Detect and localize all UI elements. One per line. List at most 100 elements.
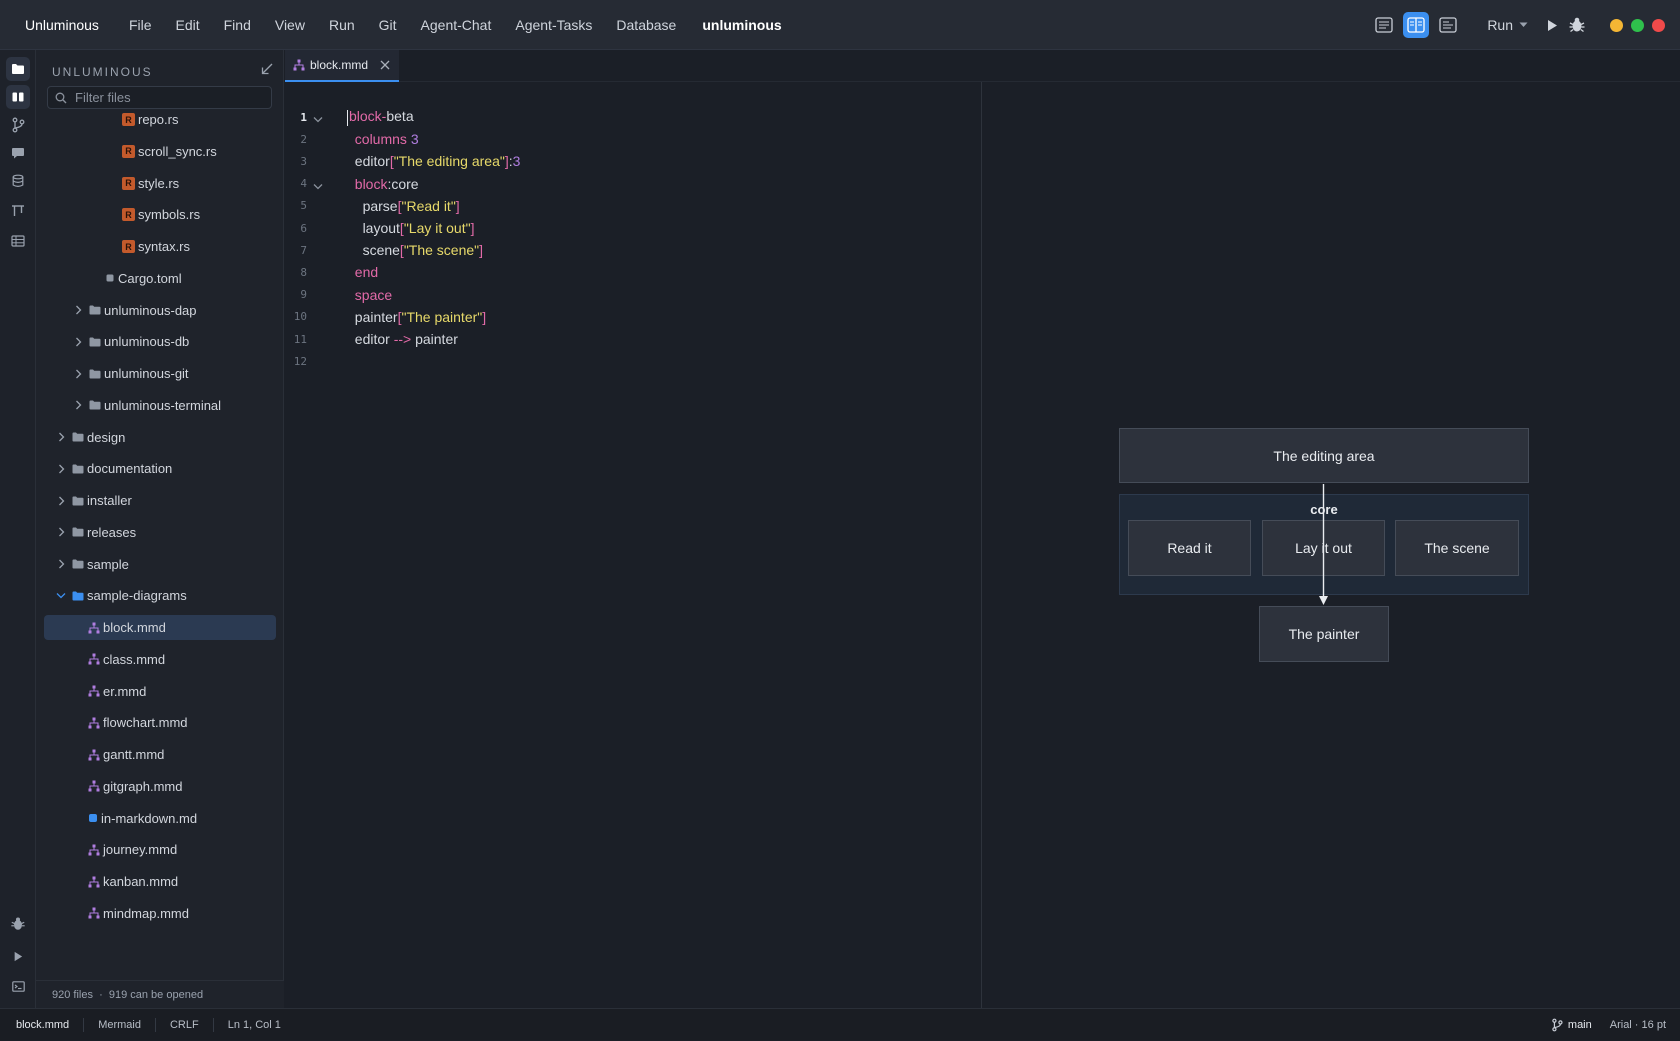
code-token: painter xyxy=(354,308,398,325)
activity-agent-chat[interactable] xyxy=(6,141,30,165)
filter-files-field[interactable] xyxy=(47,86,272,109)
activity-database[interactable] xyxy=(6,169,30,193)
menu-database[interactable]: Database xyxy=(616,16,677,33)
filter-files-input[interactable] xyxy=(73,89,263,106)
activity-source-control[interactable] xyxy=(6,113,30,137)
tree-item[interactable]: sample xyxy=(44,552,276,577)
tab-block-mmd[interactable]: block.mmd xyxy=(285,50,399,82)
block-editing-area: The editing area xyxy=(1119,428,1529,483)
code-line[interactable]: 12 xyxy=(285,350,975,372)
menu-find[interactable]: Find xyxy=(223,16,251,33)
fold-chevron-icon[interactable] xyxy=(313,183,323,190)
menu-agent-tasks[interactable]: Agent-Tasks xyxy=(515,16,593,33)
tree-item-label: kanban.mmd xyxy=(103,874,179,889)
layout-editor-only-button[interactable] xyxy=(1371,12,1397,38)
activity-agent-tasks[interactable] xyxy=(6,199,30,223)
line-number: 3 xyxy=(300,154,307,168)
debug-bug-icon[interactable] xyxy=(1568,16,1586,34)
tree-item[interactable]: Cargo.toml xyxy=(44,266,276,291)
line-number: 12 xyxy=(293,354,307,368)
fold-toggle[interactable] xyxy=(313,110,323,126)
code-token: "The editing area" xyxy=(393,153,505,170)
code-token: ] xyxy=(482,308,487,325)
layout-split-button[interactable] xyxy=(1403,12,1430,38)
menu-agent-chat[interactable]: Agent-Chat xyxy=(420,16,492,33)
code-token: ] xyxy=(479,242,484,259)
menu-run[interactable]: Run xyxy=(328,16,355,33)
window-close-button[interactable] xyxy=(1652,18,1665,32)
tree-item[interactable]: sample-diagrams xyxy=(44,583,276,608)
tree-item[interactable]: in-markdown.md xyxy=(44,806,276,831)
layout-preview-only-button[interactable] xyxy=(1435,12,1461,38)
tree-item[interactable]: block.mmd xyxy=(44,615,276,640)
activity-split-view[interactable] xyxy=(6,85,30,109)
tree-item[interactable]: flowchart.mmd xyxy=(44,710,276,735)
close-icon xyxy=(380,60,390,70)
activity-run[interactable] xyxy=(6,944,30,968)
tree-item-label: gantt.mmd xyxy=(103,747,165,762)
chevron-down-icon[interactable] xyxy=(1519,22,1528,28)
code-line[interactable]: 6 layout["Lay it out"] xyxy=(285,217,975,239)
tree-item[interactable]: kanban.mmd xyxy=(44,869,276,894)
tree-item[interactable]: releases xyxy=(44,520,276,545)
status-language[interactable]: Mermaid xyxy=(84,1017,156,1032)
menu-edit[interactable]: Edit xyxy=(175,16,200,33)
play-icon[interactable] xyxy=(1546,19,1558,32)
code-line[interactable]: 7 scene["The scene"] xyxy=(285,239,975,261)
tree-item[interactable]: design xyxy=(44,425,276,450)
activity-table-view[interactable] xyxy=(6,229,30,253)
menu-view[interactable]: View xyxy=(274,16,305,33)
fold-toggle[interactable] xyxy=(313,177,323,193)
code-line[interactable]: 5 parse["Read it"] xyxy=(285,195,975,217)
tab-label: block.mmd xyxy=(310,58,369,72)
code-line[interactable]: 9 space xyxy=(285,284,975,306)
tree-item[interactable]: unluminous-git xyxy=(44,361,276,386)
tree-item[interactable]: gitgraph.mmd xyxy=(44,774,276,799)
menu-file[interactable]: File xyxy=(128,16,152,33)
tree-item[interactable]: unluminous-db xyxy=(44,329,276,354)
tree-item[interactable]: class.mmd xyxy=(44,647,276,672)
window-minimize-button[interactable] xyxy=(1610,18,1623,32)
activity-explorer[interactable] xyxy=(6,57,30,81)
code-line[interactable]: 10 painter["The painter"] xyxy=(285,306,975,328)
code-line[interactable]: 8 end xyxy=(285,261,975,283)
code-token xyxy=(347,176,355,192)
tab-close-button[interactable] xyxy=(380,60,390,70)
tree-item[interactable]: unluminous-dap xyxy=(44,298,276,323)
code-token: parse xyxy=(362,197,398,214)
status-line-ending[interactable]: CRLF xyxy=(156,1017,214,1032)
code-token: space xyxy=(354,286,393,303)
window-maximize-button[interactable] xyxy=(1631,18,1644,32)
tree-item[interactable]: mindmap.mmd xyxy=(44,901,276,926)
code-line[interactable]: 3 editor["The editing area"]:3 xyxy=(285,150,975,172)
search-icon xyxy=(55,92,67,103)
chat-bubble-icon xyxy=(12,148,24,159)
activity-debug[interactable] xyxy=(6,912,30,936)
tree-item-label: mindmap.mmd xyxy=(103,905,189,921)
rust-file-icon: R xyxy=(122,240,135,253)
tree-item[interactable]: gantt.mmd xyxy=(44,742,276,767)
status-cursor-position[interactable]: Ln 1, Col 1 xyxy=(227,1018,281,1031)
fold-chevron-icon[interactable] xyxy=(313,116,323,123)
status-font[interactable]: Arial · 16 pt xyxy=(1609,1019,1666,1031)
code-line[interactable]: 2 columns 3 xyxy=(285,128,975,150)
run-config-dropdown[interactable]: Run xyxy=(1487,17,1513,33)
tree-item[interactable]: installer xyxy=(44,488,276,513)
status-branch[interactable]: main xyxy=(1551,1018,1592,1032)
activity-terminal[interactable] xyxy=(6,974,30,998)
tree-item[interactable]: documentation xyxy=(44,456,276,481)
tree-item[interactable]: er.mmd xyxy=(44,679,276,704)
tree-item[interactable]: journey.mmd xyxy=(44,837,276,862)
menu-git[interactable]: Git xyxy=(378,16,397,33)
code-line[interactable]: 11 editor --> painter xyxy=(285,328,975,350)
collapse-arrow-icon[interactable] xyxy=(261,63,273,75)
tree-item[interactable]: unluminous-terminal xyxy=(44,393,276,418)
code-line[interactable]: 4 block:core xyxy=(285,173,975,195)
